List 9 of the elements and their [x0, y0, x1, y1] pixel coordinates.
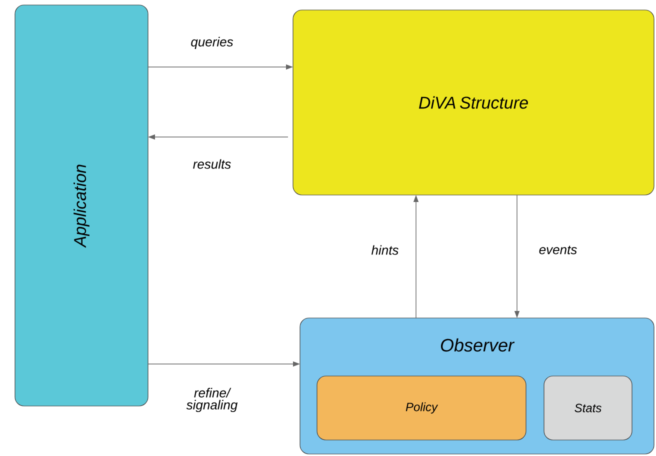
stats-box: Stats [544, 376, 632, 440]
edge-label: hints [372, 245, 398, 255]
edge-label: queries [191, 36, 234, 50]
application-box: Application [14, 4, 148, 406]
policy-box: Policy [316, 376, 526, 440]
edge-label: results [193, 159, 231, 169]
structure-box: DiVA Structure [292, 10, 654, 196]
edge-label: events [539, 246, 577, 254]
edge-label: refine/ signaling [186, 388, 238, 412]
